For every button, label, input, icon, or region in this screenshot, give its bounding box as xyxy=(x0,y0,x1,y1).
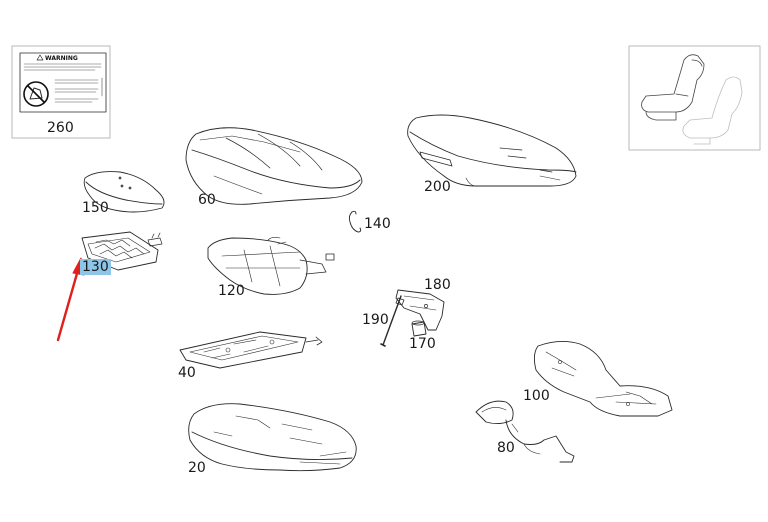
part-label-200[interactable]: 200 xyxy=(424,179,451,195)
part-label-150[interactable]: 150 xyxy=(82,200,109,216)
no-child-seat-icon xyxy=(23,81,49,107)
part-40-seat-tray[interactable] xyxy=(179,331,323,369)
part-label-130[interactable]: 130 xyxy=(80,259,111,275)
part-120-heating-element[interactable] xyxy=(207,237,335,295)
part-label-20[interactable]: 20 xyxy=(188,460,206,476)
part-60-cushion-cover[interactable] xyxy=(185,127,363,205)
part-130-heater-mat[interactable] xyxy=(81,231,163,271)
part-label-60[interactable]: 60 xyxy=(198,192,216,208)
part-180-bracket[interactable] xyxy=(395,289,445,331)
part-260-warning-label[interactable]: WARNING xyxy=(11,45,111,139)
part-140-clip[interactable] xyxy=(348,210,362,233)
part-label-40[interactable]: 40 xyxy=(178,365,196,381)
seat-reference-thumbnail xyxy=(628,45,761,151)
part-80-wiring-harness[interactable] xyxy=(475,400,575,463)
part-190-rod[interactable] xyxy=(380,295,405,347)
part-200-seat-cushion[interactable] xyxy=(407,114,577,187)
warning-triangle-icon xyxy=(36,54,44,61)
part-20-cushion-foam[interactable] xyxy=(188,403,357,472)
part-label-180[interactable]: 180 xyxy=(424,277,451,293)
part-label-170[interactable]: 170 xyxy=(409,336,436,352)
part-100-seat-frame[interactable] xyxy=(533,341,673,417)
part-label-260[interactable]: 260 xyxy=(47,120,74,136)
part-label-100[interactable]: 100 xyxy=(523,388,550,404)
warning-label-title: WARNING xyxy=(45,55,78,62)
part-170-nut[interactable] xyxy=(411,320,427,337)
part-label-190[interactable]: 190 xyxy=(362,312,389,328)
part-label-80[interactable]: 80 xyxy=(497,440,515,456)
part-label-120[interactable]: 120 xyxy=(218,283,245,299)
part-150-pad[interactable] xyxy=(83,171,165,213)
warning-fine-print xyxy=(23,63,102,103)
part-label-140[interactable]: 140 xyxy=(364,216,391,232)
